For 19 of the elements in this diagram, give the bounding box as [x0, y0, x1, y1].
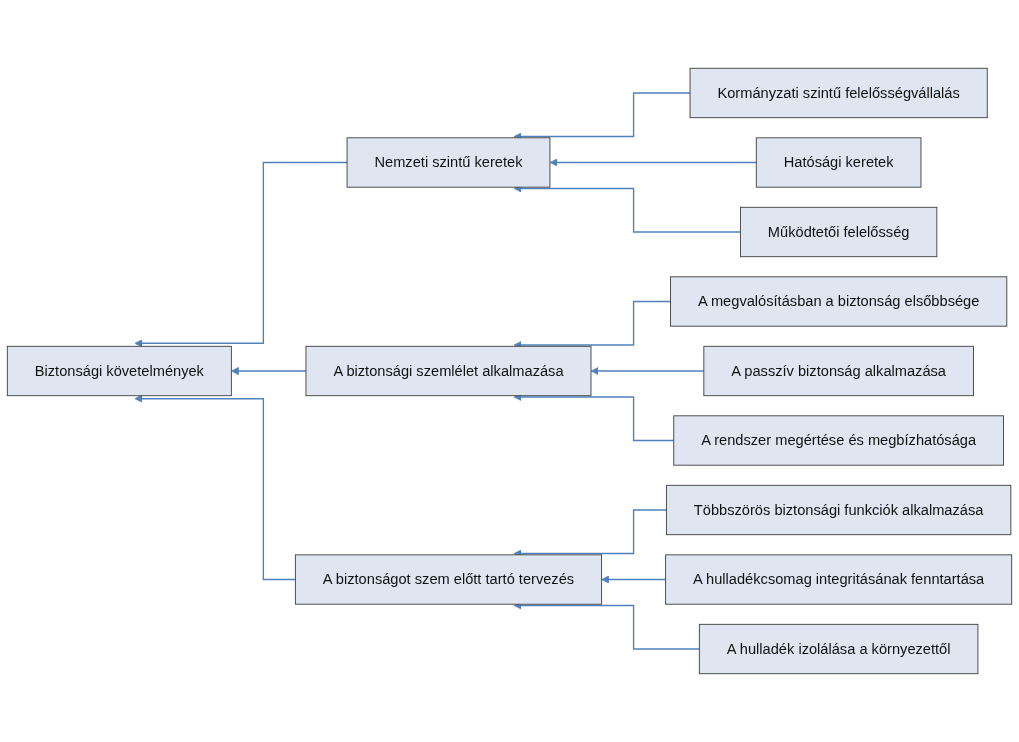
- node-box: A hulladékcsomag integritásának fenntartása: [665, 554, 1013, 605]
- arrow: [134, 161, 348, 348]
- node-box: A biztonságot szem előtt tartó tervezés: [294, 554, 603, 605]
- node-box: Hatósági keretek: [755, 137, 922, 188]
- node-box: Kormányzati szintű felelősségvállalás: [689, 67, 988, 119]
- node-box: Biztonsági követelmények: [6, 345, 232, 397]
- node-box: Többszörös biztonsági funkciók alkalmazása: [665, 484, 1012, 536]
- node-box: Működtetői felelősség: [740, 206, 938, 258]
- arrow: [231, 367, 307, 375]
- node-box: A passzív biztonság alkalmazása: [703, 345, 974, 397]
- node-box: A hulladék izolálása a környezettől: [698, 623, 979, 675]
- arrow: [601, 575, 667, 584]
- node-box: A biztonsági szemlélet alkalmazása: [305, 345, 592, 397]
- node-box: A rendszer megértése és megbízhatósága: [673, 415, 1004, 466]
- arrow: [134, 394, 297, 581]
- node-box: Nemzeti szintű keretek: [346, 137, 551, 188]
- node-box: A megvalósításban a biztonság elsőbbsége: [670, 276, 1008, 327]
- arrow: [549, 158, 757, 167]
- arrow: [590, 367, 705, 375]
